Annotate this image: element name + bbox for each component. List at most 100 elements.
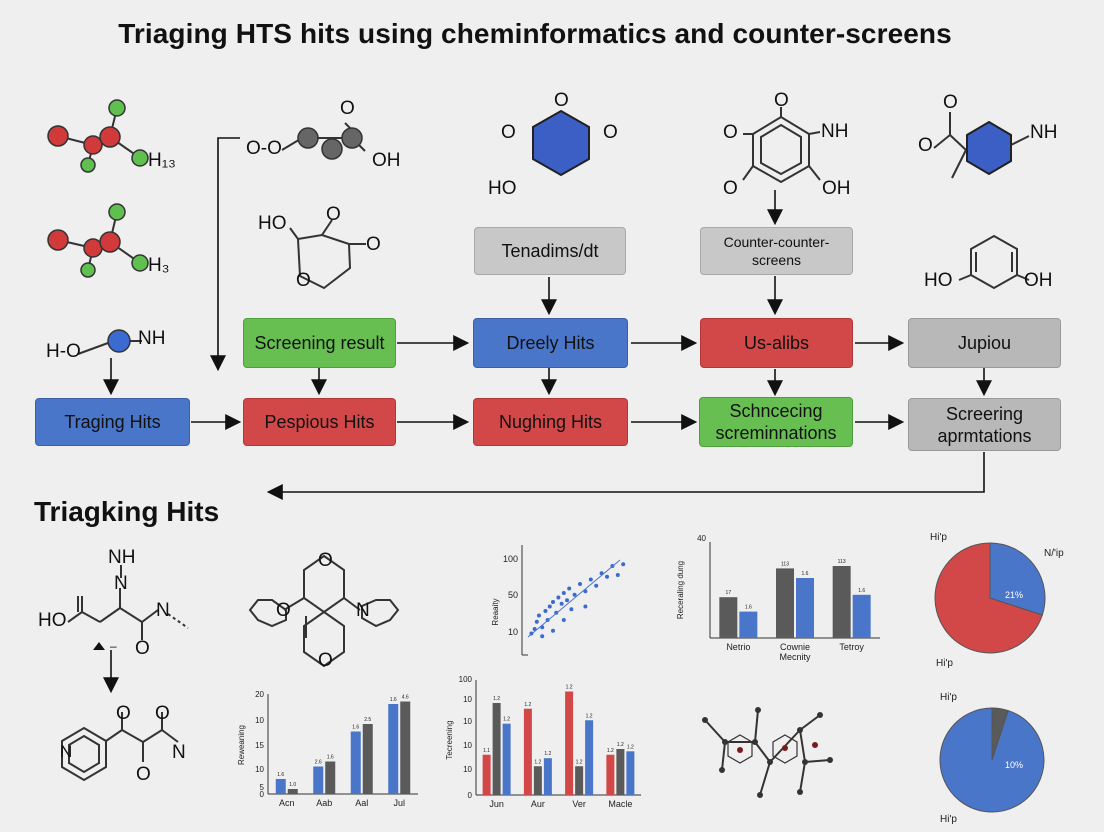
molecule-label: O: [340, 98, 355, 119]
data-label: 1.6: [277, 772, 284, 778]
pie-label: Hi'p: [936, 658, 953, 669]
molecule-label: O: [116, 703, 131, 724]
molecule-label: NH: [138, 328, 166, 349]
tick-label: 100: [503, 554, 518, 564]
jupiou-box: Jupiou: [908, 318, 1061, 368]
bar: [626, 751, 635, 795]
molecule-label: H₁₃: [148, 150, 176, 171]
molecule-label: O: [135, 638, 150, 659]
data-label: 1.1: [483, 748, 490, 754]
screening-result-box: Screening result: [243, 318, 396, 368]
scatter-point: [615, 573, 620, 577]
molecule-label: O: [774, 90, 789, 111]
slice-label: 10%: [1005, 760, 1023, 770]
data-label: 1.6: [352, 725, 359, 731]
bar: [533, 766, 542, 795]
scatter-point: [583, 604, 588, 609]
bar: [388, 704, 399, 794]
molecule-label: NH: [108, 547, 136, 568]
data-label: 1.2: [617, 742, 624, 748]
data-label: 1.2: [607, 748, 614, 754]
molecule-label: O: [136, 764, 151, 785]
y-axis-label: Receraling dung: [676, 561, 685, 619]
bar: [585, 720, 594, 795]
data-label: 113: [781, 561, 789, 567]
data-label: 1.2: [544, 751, 551, 757]
category-label: Jun: [489, 799, 504, 809]
molecule-label: HO: [488, 178, 517, 199]
category-label: Aal: [355, 798, 368, 808]
molecule-label: O: [501, 122, 516, 143]
pie-label: Hi'p: [940, 692, 957, 703]
data-label: 2.6: [315, 760, 322, 766]
bar: [852, 594, 871, 638]
pie-slice: [991, 707, 1009, 761]
tick-label: 10: [508, 627, 518, 637]
triaging-hits-box: Traging Hits: [35, 398, 190, 446]
tick-label: 10: [463, 695, 472, 704]
scatter-point: [543, 609, 548, 613]
molecule-label: N: [356, 600, 370, 621]
molecule-label: O: [603, 122, 618, 143]
data-label: 1.2: [524, 702, 531, 708]
section-title: Triagking Hits: [34, 496, 220, 527]
data-label: 113: [838, 559, 846, 565]
bar: [350, 731, 361, 794]
bar: [832, 566, 851, 638]
bar: [739, 611, 758, 638]
bar: [400, 701, 411, 794]
molecule-label: O: [723, 122, 738, 143]
data-label: 1.2: [586, 713, 593, 719]
scatter-point: [578, 582, 582, 586]
bar: [313, 766, 324, 794]
pie-slice: [934, 542, 1043, 654]
tick-label: 0: [260, 790, 265, 799]
category-label: Acn: [279, 798, 295, 808]
molecule-label: NH: [821, 121, 849, 142]
bar: [287, 789, 298, 794]
molecule-label: O: [276, 600, 291, 621]
molecule-label: O: [943, 92, 958, 113]
tick-label: 10: [463, 717, 472, 726]
data-label: 1.6: [802, 571, 809, 577]
data-label: 1.6: [327, 755, 334, 761]
pespious-hits-box: Pespious Hits: [243, 398, 396, 446]
slice-label: 21%: [1005, 590, 1023, 600]
tick-label: 20: [255, 690, 264, 699]
scatter-point: [551, 628, 555, 633]
tick-label: 10: [463, 741, 472, 750]
data-label: 1.2: [627, 744, 634, 750]
molecule-label: NH: [1030, 122, 1058, 143]
molecule-label: HO: [924, 270, 953, 291]
scatter-point: [605, 574, 609, 579]
tenadims-box: Tenadims/dt: [474, 227, 626, 275]
category-label: Mecnity: [779, 652, 811, 662]
data-label: 1.6: [858, 588, 865, 594]
category-label: Jul: [393, 798, 405, 808]
scatter-point: [551, 600, 555, 604]
data-label: 1.2: [566, 685, 573, 691]
molecule-label: O: [366, 234, 381, 255]
category-label: Aur: [531, 799, 545, 809]
scatter-point: [559, 601, 564, 606]
bar: [325, 761, 336, 794]
data-label: 1.2: [534, 759, 541, 765]
category-label: Cownie: [780, 642, 810, 652]
bar: [575, 766, 584, 795]
molecule-label: N: [114, 573, 128, 594]
counter-screens-box: Counter-counter-screens: [700, 227, 853, 275]
data-label: 1.6: [390, 697, 397, 703]
molecule-label: O: [918, 135, 933, 156]
svg-text:–: –: [110, 639, 117, 653]
pie-slice: [989, 542, 1046, 616]
data-label: 1.2: [576, 759, 583, 765]
bar: [606, 754, 615, 795]
molecule-label: N: [156, 600, 170, 621]
category-label: Ver: [572, 799, 586, 809]
bar: [719, 597, 738, 638]
molecule-label: HO: [258, 213, 287, 234]
molecule-label: OH: [372, 150, 401, 171]
